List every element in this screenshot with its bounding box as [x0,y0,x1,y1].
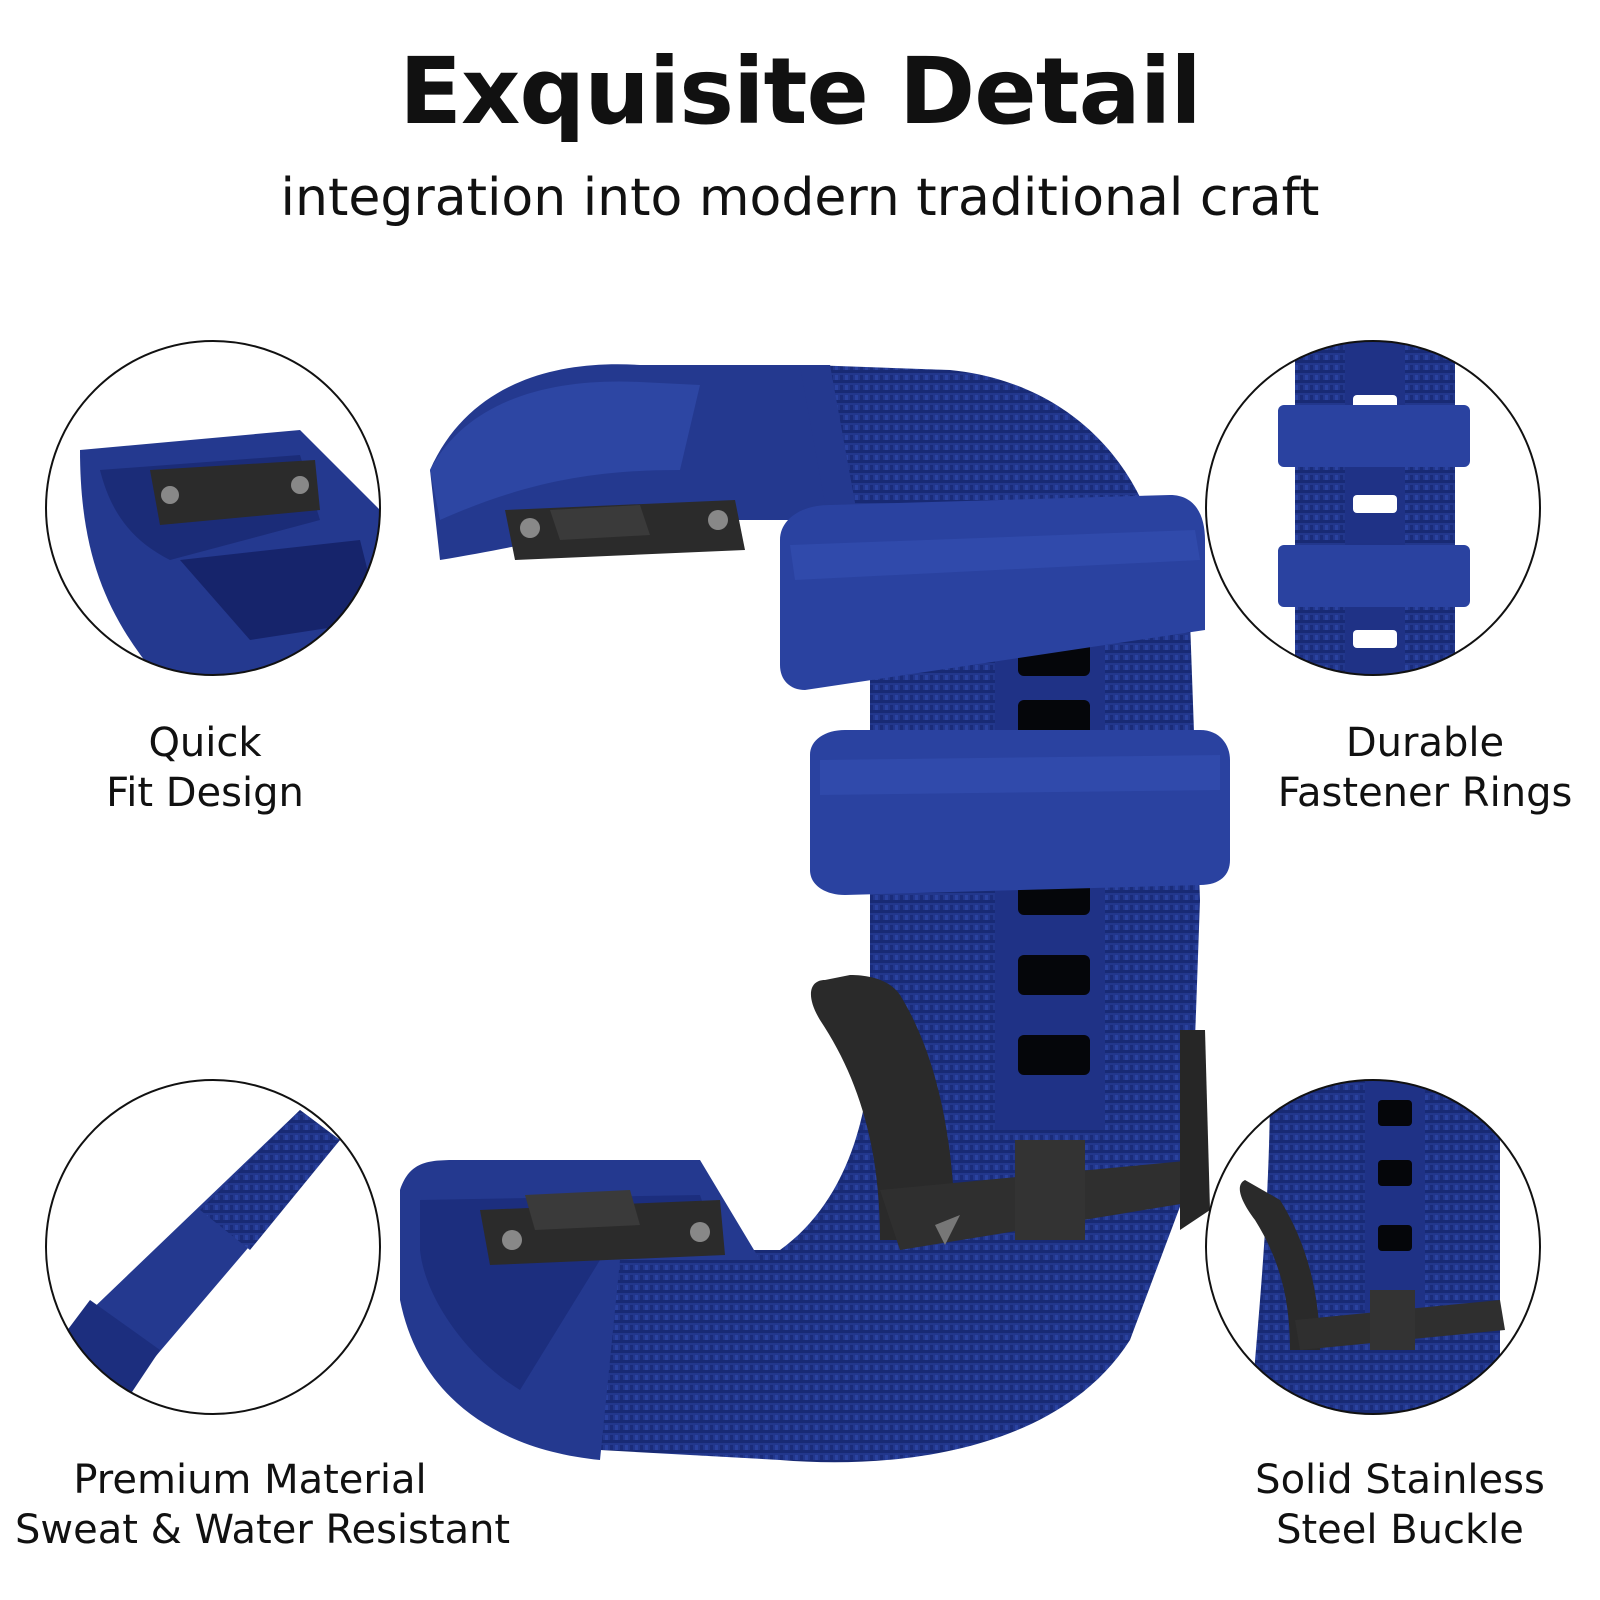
fastener-ring-icon [1205,340,1541,676]
feature-label-line: Durable [1345,720,1505,766]
quick-fit-connector-bottom [480,1190,725,1265]
feature-label-fastener: Durable Fastener Rings [1265,718,1585,818]
feature-label-buckle: Solid Stainless Steel Buckle [1220,1455,1580,1555]
feature-label-line: Solid Stainless [1255,1457,1545,1503]
feature-label-line: Sweat & Water Resistant [15,1507,511,1553]
buckle-icon [1205,1079,1541,1415]
feature-label-line: Steel Buckle [1276,1507,1524,1553]
quick-fit-connector-icon [45,340,381,676]
page-title: Exquisite Detail [399,38,1202,145]
keeper-ring-lower [810,730,1230,895]
steel-buckle [810,975,1210,1250]
keeper-ring-upper [780,495,1205,690]
feature-label-line: Fastener Rings [1277,770,1573,816]
feature-label-line: Premium Material [73,1457,427,1503]
feature-label-premium: Premium Material Sweat & Water Resistant [15,1455,511,1555]
feature-label-quick-fit: Quick Fit Design [60,718,350,818]
feature-label-line: Quick [148,720,262,766]
feature-label-line: Fit Design [106,770,304,816]
strap-material-icon [45,1079,381,1415]
watch-strap [400,364,1230,1463]
quick-fit-connector-top [505,500,745,560]
page-subtitle: integration into modern traditional craf… [280,168,1320,228]
